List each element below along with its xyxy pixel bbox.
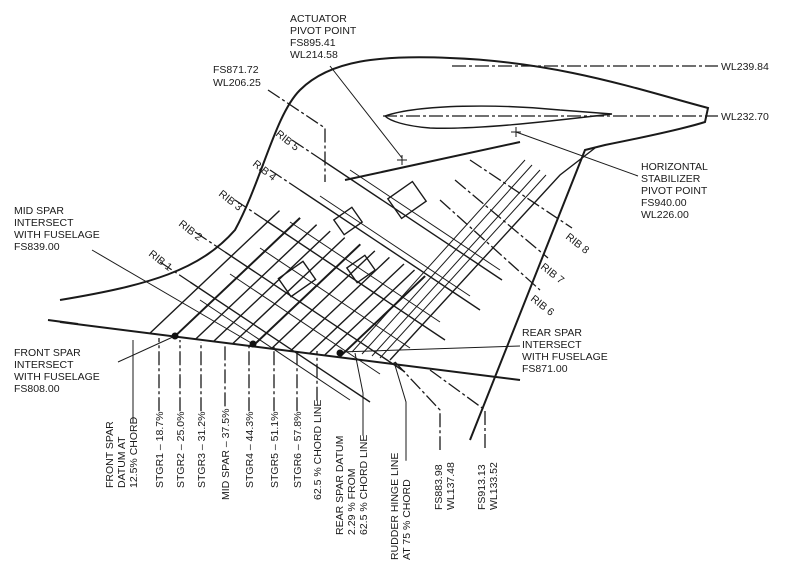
bottom-label: REAR SPAR DATUM2.29 % FROM62.5 % CHORD L… <box>334 435 370 535</box>
bottom-label: STGR4 – 44.3% <box>244 412 256 488</box>
label-leader <box>354 352 364 436</box>
label-leader <box>393 361 407 461</box>
fs913-leader <box>429 369 486 450</box>
frontspar-label: FRONT SPAR INTERSECT WITH FUSELAGE FS808… <box>14 347 103 395</box>
bottom-label: RUDDER HINGE LINEAT 75 % CHORD <box>389 453 413 560</box>
rib-label: RIB 1 <box>146 248 174 274</box>
rear-spar-line <box>361 164 533 355</box>
chord-line <box>199 299 351 401</box>
rib-label: RIB 7 <box>538 261 566 287</box>
rearspar-label: REAR SPAR INTERSECT WITH FUSELAGE FS871.… <box>522 327 611 375</box>
rib-extension <box>234 199 266 221</box>
hstab-label: HORIZONTAL STABILIZER PIVOT POINT FS940.… <box>641 161 710 221</box>
mid-spar-intersect-point <box>249 340 257 348</box>
rib-label: RIB 3 <box>216 188 244 214</box>
fs883-leader <box>394 361 441 450</box>
hstab-leader <box>515 131 639 177</box>
access-panel <box>332 206 364 236</box>
actuator-label: ACTUATOR PIVOT POINT FS895.41 WL214.58 <box>290 13 359 61</box>
rear-spar-line <box>351 159 526 353</box>
frontspar-leader <box>117 335 176 363</box>
bottom-label: STGR5 – 51.1% <box>269 412 281 488</box>
wl232-label: WL232.70 <box>721 111 769 123</box>
spar-line <box>324 269 416 356</box>
access-panel <box>277 260 317 298</box>
spar-line <box>232 237 346 344</box>
rearspar-leader <box>339 345 521 353</box>
box-top-edge <box>344 141 521 181</box>
chord-line <box>259 247 411 349</box>
chord-line <box>349 169 501 271</box>
hstab-pivot-mark <box>511 127 521 137</box>
bottom-label: STGR3 – 31.2% <box>196 412 208 488</box>
rib-extension <box>159 261 191 283</box>
rudder-hinge-line <box>389 147 596 361</box>
chord-line <box>289 221 441 323</box>
rear-spar-intersect-point <box>336 349 344 357</box>
spar-line <box>290 256 390 352</box>
bottom-labels: FRONT SPARDATUM AT12.5% CHORD STGR1 – 18.… <box>104 338 500 560</box>
bottom-label: FRONT SPARDATUM AT12.5% CHORD <box>104 416 140 488</box>
bottom-label: STGR1 – 18.7% <box>154 412 166 488</box>
fuselage-line <box>59 321 521 381</box>
rear-spar-line <box>379 174 547 359</box>
rib-label: RIB 6 <box>528 293 556 319</box>
bottom-label: MID SPAR – 37.5% <box>220 409 232 500</box>
actuator-leader <box>329 65 403 159</box>
bottom-label: FS883.98WL137.48 <box>433 462 457 510</box>
chord-line <box>229 273 381 375</box>
wl239-label: WL239.84 <box>721 61 769 73</box>
rib-line <box>224 251 406 373</box>
rib-extension <box>269 169 301 191</box>
bottom-label: STGR6 – 57.8% <box>292 412 304 488</box>
rib-label: RIB 2 <box>176 218 204 244</box>
rib-extension <box>291 139 323 161</box>
rear-spar-line <box>371 169 541 357</box>
spar-line <box>195 224 318 340</box>
fs871-leader <box>267 89 326 182</box>
rib-extension <box>469 159 573 229</box>
bottom-label: STGR2 – 25.0% <box>175 412 187 488</box>
actuator-pivot-mark <box>397 155 407 165</box>
spar-line <box>174 217 301 337</box>
spar-line <box>339 275 426 358</box>
fs871-label: FS871.72 WL206.25 <box>213 64 261 89</box>
bottom-label: 62.5 % CHORD LINE <box>312 400 324 500</box>
rib-label: RIB 5 <box>273 128 301 154</box>
spar-line <box>252 243 361 347</box>
access-panel <box>345 254 377 284</box>
midspar-leader <box>91 249 254 345</box>
structure-grid <box>149 139 596 450</box>
spar-line <box>149 210 280 334</box>
fuselage-tick <box>47 319 79 325</box>
rib-line <box>189 281 371 403</box>
front-spar-intersect-point <box>171 332 179 340</box>
bottom-label: FS913.13WL133.52 <box>476 462 500 510</box>
rib-label: RIB 8 <box>563 231 591 257</box>
access-panel <box>386 180 428 220</box>
spar-line <box>271 250 376 349</box>
rib-extension <box>454 179 549 259</box>
rib-line <box>299 189 481 311</box>
midspar-label: MID SPAR INTERSECT WITH FUSELAGE FS839.0… <box>14 205 103 253</box>
rib-line <box>321 159 503 281</box>
spar-line <box>213 230 331 342</box>
horizontal-stabilizer <box>383 105 613 129</box>
rib-extension <box>194 231 226 253</box>
